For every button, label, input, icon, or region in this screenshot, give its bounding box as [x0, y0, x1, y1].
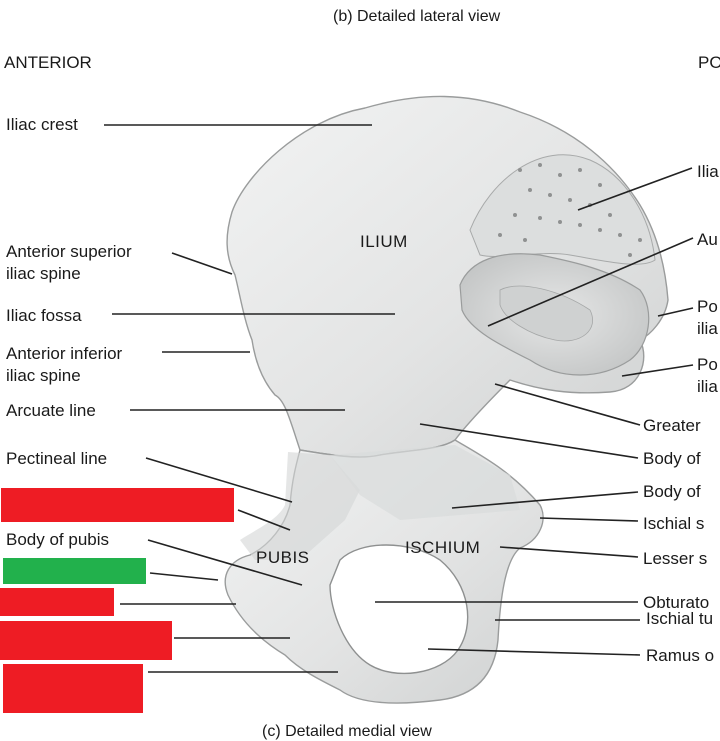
- label-right-3: Po ilia: [697, 296, 718, 340]
- hidden-label-box-1[interactable]: [1, 488, 234, 522]
- label-iliac-crest: Iliac crest: [6, 114, 78, 136]
- posterior-label: PO: [698, 52, 720, 74]
- label-right-7: Body of: [643, 481, 701, 503]
- label-right-2: Au: [697, 229, 718, 251]
- label-anterior-inferior-iliac-spine: Anterior inferior iliac spine: [6, 343, 122, 387]
- ischium-region-label: ISCHIUM: [405, 538, 480, 558]
- hidden-label-box-2[interactable]: [0, 588, 114, 616]
- label-right-12: Ramus o: [646, 645, 714, 667]
- pubis-region-label: PUBIS: [256, 548, 310, 568]
- hidden-label-box-3[interactable]: [0, 621, 172, 660]
- label-right-6: Body of: [643, 448, 701, 470]
- label-arcuate-line: Arcuate line: [6, 400, 96, 422]
- label-right-9: Lesser s: [643, 548, 707, 570]
- label-right-5: Greater: [643, 415, 701, 437]
- label-anterior-superior-iliac-spine: Anterior superior iliac spine: [6, 241, 132, 285]
- bottom-caption: (c) Detailed medial view: [262, 723, 432, 741]
- label-iliac-fossa: Iliac fossa: [6, 305, 82, 327]
- hidden-label-box-green[interactable]: [3, 558, 146, 584]
- label-right-1: Ilia: [697, 161, 719, 183]
- label-right-11: Ischial tu: [646, 608, 713, 630]
- hidden-label-box-4[interactable]: [3, 664, 143, 713]
- label-body-of-pubis: Body of pubis: [6, 529, 109, 551]
- top-caption: (b) Detailed lateral view: [333, 8, 500, 26]
- label-right-4: Po ilia: [697, 354, 718, 398]
- anterior-label: ANTERIOR: [4, 52, 92, 74]
- label-pectineal-line: Pectineal line: [6, 448, 107, 470]
- label-right-8: Ischial s: [643, 513, 704, 535]
- ilium-region-label: ILIUM: [360, 232, 408, 252]
